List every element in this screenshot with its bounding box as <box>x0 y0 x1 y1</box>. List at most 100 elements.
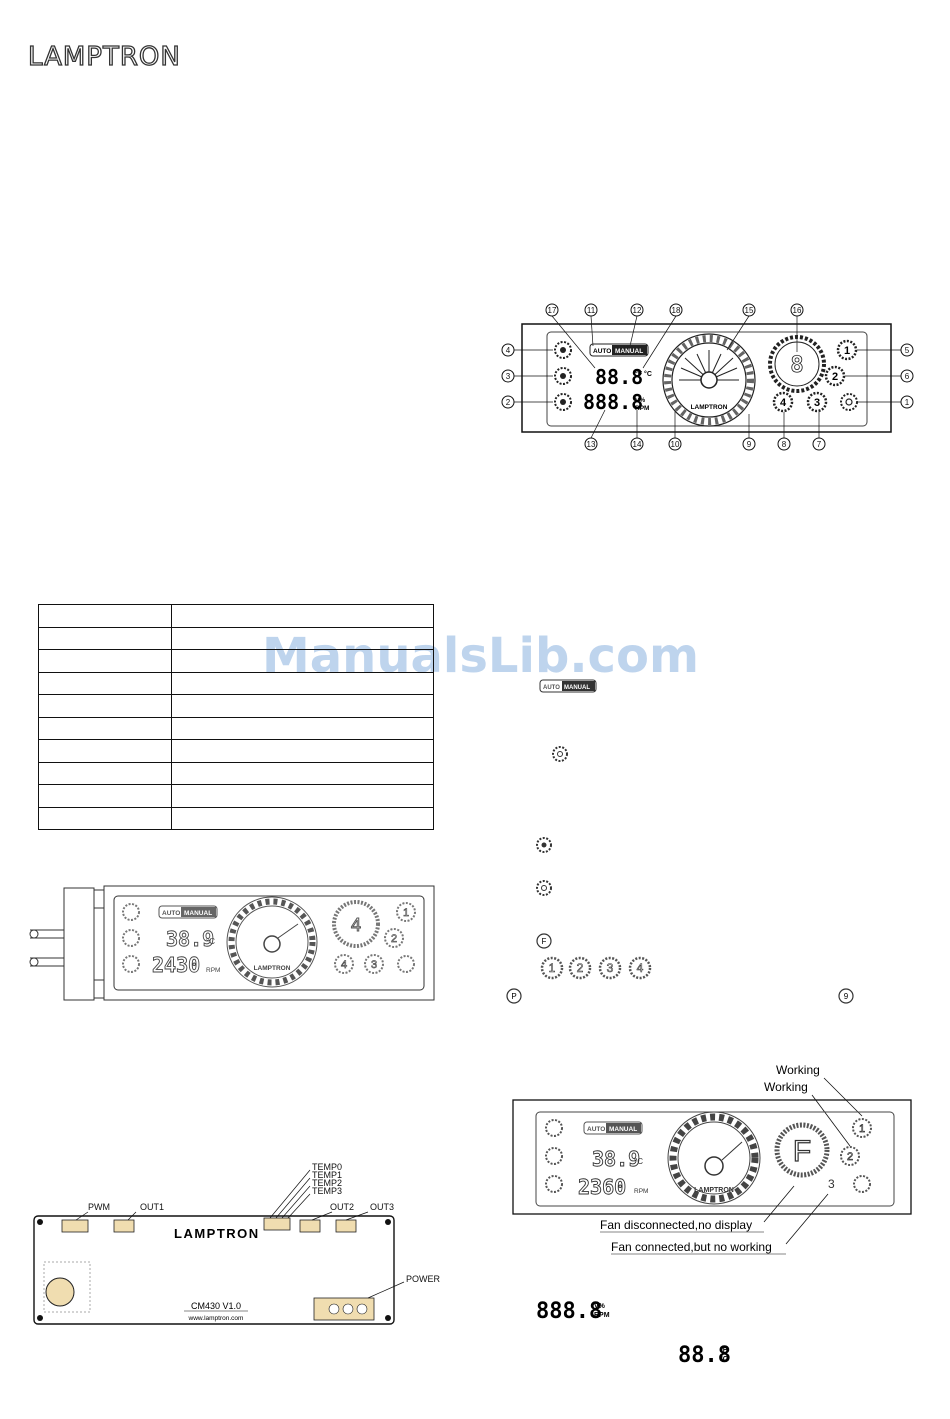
status-fan-dial: LAMPTRON <box>667 1111 761 1205</box>
working-label-1: Working <box>776 1063 820 1077</box>
side-fan-3: 3 <box>371 959 377 971</box>
speed-unit-top: V% <box>635 397 645 404</box>
svg-text:F: F <box>542 937 547 946</box>
status-rpm: 2360 <box>578 1175 626 1199</box>
pcb-diagram: PWM OUT1 TEMP0 TEMP1 TEMP2 TEMP3 OUT2 OU… <box>33 1162 441 1325</box>
callout-2: 2 <box>506 398 511 407</box>
callout-11: 11 <box>587 306 596 315</box>
status-temp: 38.9 <box>592 1147 640 1171</box>
callout-5: 5 <box>905 346 910 355</box>
callout-15: 15 <box>745 306 754 315</box>
example-temp-unit-bottom: °C <box>720 1355 728 1363</box>
table-row <box>38 806 434 830</box>
table-row <box>38 784 434 808</box>
callout-12: 12 <box>633 306 642 315</box>
pcb-label-temp2: TEMP2 <box>312 1178 342 1188</box>
light-icon <box>554 341 572 359</box>
status-big-letter: F <box>793 1135 811 1168</box>
pcb-label-power: POWER <box>406 1274 441 1284</box>
temp-units: °F °C <box>635 370 652 378</box>
side-big-digit: 4 <box>351 915 361 935</box>
side-fan-2: 2 <box>391 933 397 945</box>
legend-fan-3: 3 <box>607 961 614 975</box>
big-gear-icon: 8 <box>768 335 826 393</box>
pcb-label-temp1: TEMP1 <box>312 1170 342 1180</box>
table-row <box>38 604 434 628</box>
callout-10: 10 <box>671 440 680 449</box>
table-row <box>38 694 434 718</box>
callout-3: 3 <box>506 372 511 381</box>
status-mode-manual: MANUAL <box>609 1126 637 1133</box>
legend-fan-1: 1 <box>549 961 556 975</box>
side-fan-dial: LAMPTRON <box>226 896 318 988</box>
callout-18: 18 <box>672 306 681 315</box>
pcb-label-out2: OUT2 <box>330 1202 354 1212</box>
legend-manual: MANUAL <box>564 685 590 691</box>
pcb-label-out3: OUT3 <box>370 1202 394 1212</box>
pcb-label-temp0: TEMP0 <box>312 1162 342 1172</box>
callout-14: 14 <box>633 440 642 449</box>
example-temp-digits: 88.8 <box>678 1343 731 1368</box>
nine-icon: 9 <box>838 988 854 1004</box>
example-speed-unit-top: V% <box>594 1303 606 1310</box>
legend-auto: AUTO <box>543 685 560 691</box>
fan-4-digit: 4 <box>780 397 787 409</box>
legend-fan-4: 4 <box>637 961 644 975</box>
side-temp-unit: °C <box>206 937 215 946</box>
callout-13: 13 <box>587 440 596 449</box>
callout-8: 8 <box>782 440 787 449</box>
light-icon <box>552 746 568 762</box>
icon-legend: AUTO MANUAL F 1 2 3 4 P 9 <box>506 679 854 1004</box>
working-label-2: Working <box>764 1080 808 1094</box>
pcb-label-pwm: PWM <box>88 1202 110 1212</box>
mode-icon <box>554 393 572 411</box>
f-icon: F <box>536 933 552 949</box>
status-diagram: Working Working AUTO MANUAL 38.9 °C 2360… <box>512 1063 912 1255</box>
brand-logo: LAMPTRON <box>27 41 181 72</box>
mode-manual: MANUAL <box>615 348 643 355</box>
front-panel-diagram: 17 11 12 18 15 16 4 3 2 5 6 1 13 14 10 9… <box>501 303 914 451</box>
fan-connected-label: Fan connected,but no working <box>611 1240 772 1254</box>
fan-3-digit: 3 <box>814 397 820 409</box>
status-mode-auto: AUTO <box>587 1126 605 1133</box>
fan-dial: LAMPTRON <box>662 333 756 427</box>
pcb-url: www.lamptron.com <box>188 1315 244 1322</box>
side-fan-1: 1 <box>403 907 409 919</box>
callout-1: 1 <box>905 398 910 407</box>
status-fan-2: 2 <box>847 1151 853 1163</box>
legend-fan-2: 2 <box>577 961 584 975</box>
power-icon <box>840 393 858 411</box>
speed-unit-bottom: RPM <box>635 405 649 412</box>
side-temp: 38.9 <box>166 927 214 951</box>
side-brand: LAMPTRON <box>254 965 291 972</box>
status-temp-unit: °C <box>634 1157 643 1166</box>
center-digit: 8 <box>790 353 803 378</box>
fan-2-digit: 2 <box>832 371 838 383</box>
side-rpm: 2430 <box>152 953 200 977</box>
p-icon: P <box>506 988 522 1004</box>
callout-6: 6 <box>905 372 910 381</box>
table-row <box>38 761 434 785</box>
callout-7: 7 <box>817 440 822 449</box>
speed-digits: 888.8 <box>583 390 643 414</box>
table-row <box>38 739 434 763</box>
side-view-diagram: AUTO MANUAL 38.9 °C 2430 RPM LAMPTRON 4 … <box>29 885 435 1001</box>
mode-auto: AUTO <box>593 348 611 355</box>
callout-9: 9 <box>747 440 752 449</box>
fan-disconnected-label: Fan disconnected,no display <box>600 1218 752 1232</box>
status-rpm-unit: RPM <box>634 1188 648 1195</box>
table-row <box>38 671 434 695</box>
side-rpm-unit: RPM <box>206 967 220 974</box>
side-mode-manual: MANUAL <box>184 910 212 917</box>
pcb-label-temp3: TEMP3 <box>312 1186 342 1196</box>
side-mode-auto: AUTO <box>162 910 180 917</box>
callout-4: 4 <box>506 346 511 355</box>
status-brand: LAMPTRON <box>694 1187 734 1194</box>
callout-16: 16 <box>793 306 802 315</box>
table-row <box>38 716 434 740</box>
display-examples: 888.8 V% RPM 88.8 °F °C <box>536 1299 731 1368</box>
pcb-brand: LAMPTRON <box>174 1226 260 1241</box>
table-row <box>38 649 434 673</box>
mode-icon <box>536 880 552 896</box>
svg-text:P: P <box>511 992 516 1001</box>
